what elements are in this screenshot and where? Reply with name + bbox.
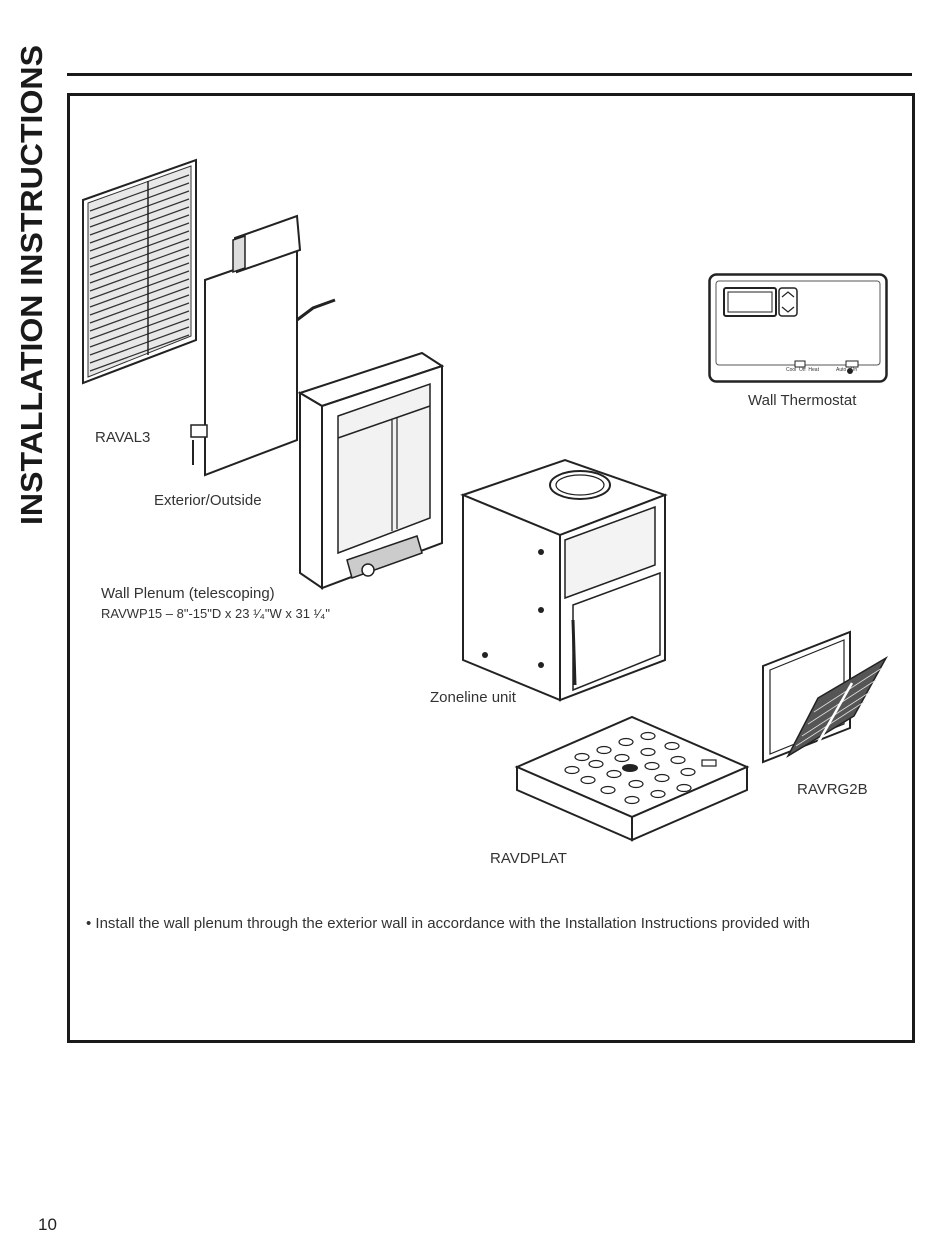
page-number: 10 — [38, 1215, 57, 1234]
thermostat-label: Wall Thermostat — [748, 392, 857, 409]
drain-plate-illustration — [514, 715, 750, 842]
exterior-panel-illustration — [190, 214, 336, 477]
plenum-title-label: Wall Plenum (telescoping) — [101, 585, 275, 602]
header-rule — [67, 73, 912, 76]
return-grille-illustration — [762, 630, 888, 764]
louver-illustration — [82, 158, 197, 385]
figure-frame — [67, 93, 915, 1043]
side-title-graphic: INSTALLATION INSTRUCTIONS — [15, 45, 49, 525]
zoneline-unit-illustration — [460, 458, 668, 702]
side-title: INSTALLATION INSTRUCTIONS — [8, 40, 52, 530]
raval-label: RAVAL3 — [95, 429, 151, 446]
ravdplat-label: RAVDPLAT — [490, 850, 567, 867]
thermostat-body — [708, 273, 888, 383]
instruction-bullet: • Install the wall plenum through the ex… — [86, 915, 810, 932]
thermostat-fan-switch-label: Auto On — [836, 367, 858, 373]
wall-plenum-illustration — [297, 351, 445, 590]
zoneline-label: Zoneline unit — [430, 689, 516, 706]
plenum-model-label: RAVWP15 – 8"-15"D x 23 ¹⁄₄"W x 31 ¹⁄₄" — [101, 606, 330, 621]
exterior-label: Exterior/Outside — [154, 492, 262, 509]
thermostat-mode-switch-label: Cool Off Heat — [786, 367, 819, 373]
ravrg-label: RAVRG2B — [797, 781, 868, 798]
wall-thermostat-illustration: Cool Off Heat Auto On — [708, 273, 888, 383]
side-title-text: INSTALLATION INSTRUCTIONS — [15, 45, 49, 525]
